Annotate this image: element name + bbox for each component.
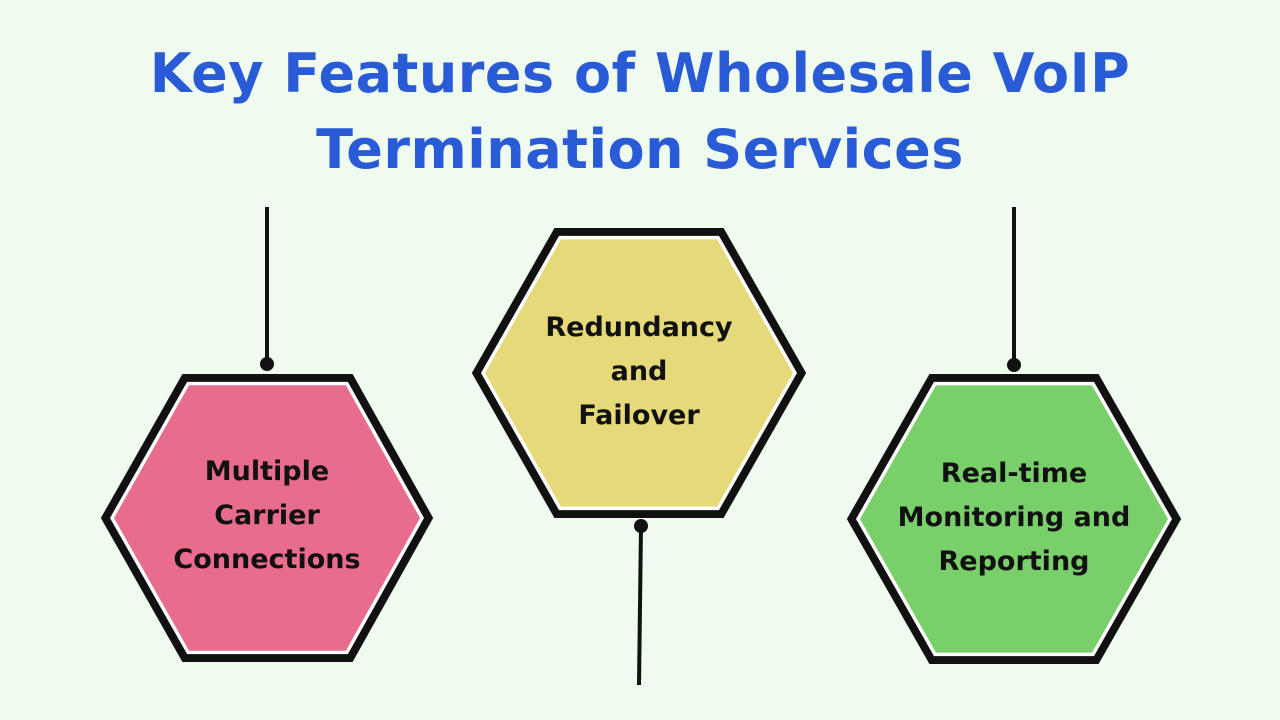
page-title: Key Features of Wholesale VoIP Terminati… xyxy=(0,36,1280,188)
label-line: Redundancy xyxy=(545,312,733,343)
label-line: Real-time xyxy=(940,458,1088,489)
feature-label-monitoring: Real-time Monitoring and Reporting xyxy=(864,452,1164,584)
label-line: Reporting xyxy=(938,546,1090,577)
feature-label-redundancy: Redundancy and Failover xyxy=(489,306,789,438)
label-line: Connections xyxy=(173,544,361,575)
hexagon-fill xyxy=(114,385,420,651)
label-line: Multiple xyxy=(204,456,330,487)
label-line: Failover xyxy=(578,400,700,431)
title-line-2: Termination Services xyxy=(316,118,964,181)
hexagon-fill xyxy=(485,239,793,507)
label-line: Monitoring and xyxy=(897,502,1131,533)
feature-label-multiple-carrier: Multiple Carrier Connections xyxy=(117,450,417,582)
connector-2 xyxy=(634,519,648,686)
title-line-1: Key Features of Wholesale VoIP xyxy=(149,42,1131,105)
label-line: Carrier xyxy=(214,500,320,531)
connector-1 xyxy=(260,207,274,371)
label-line: and xyxy=(610,356,668,387)
hexagon-fill xyxy=(860,385,1168,653)
connector-3 xyxy=(1007,207,1021,372)
